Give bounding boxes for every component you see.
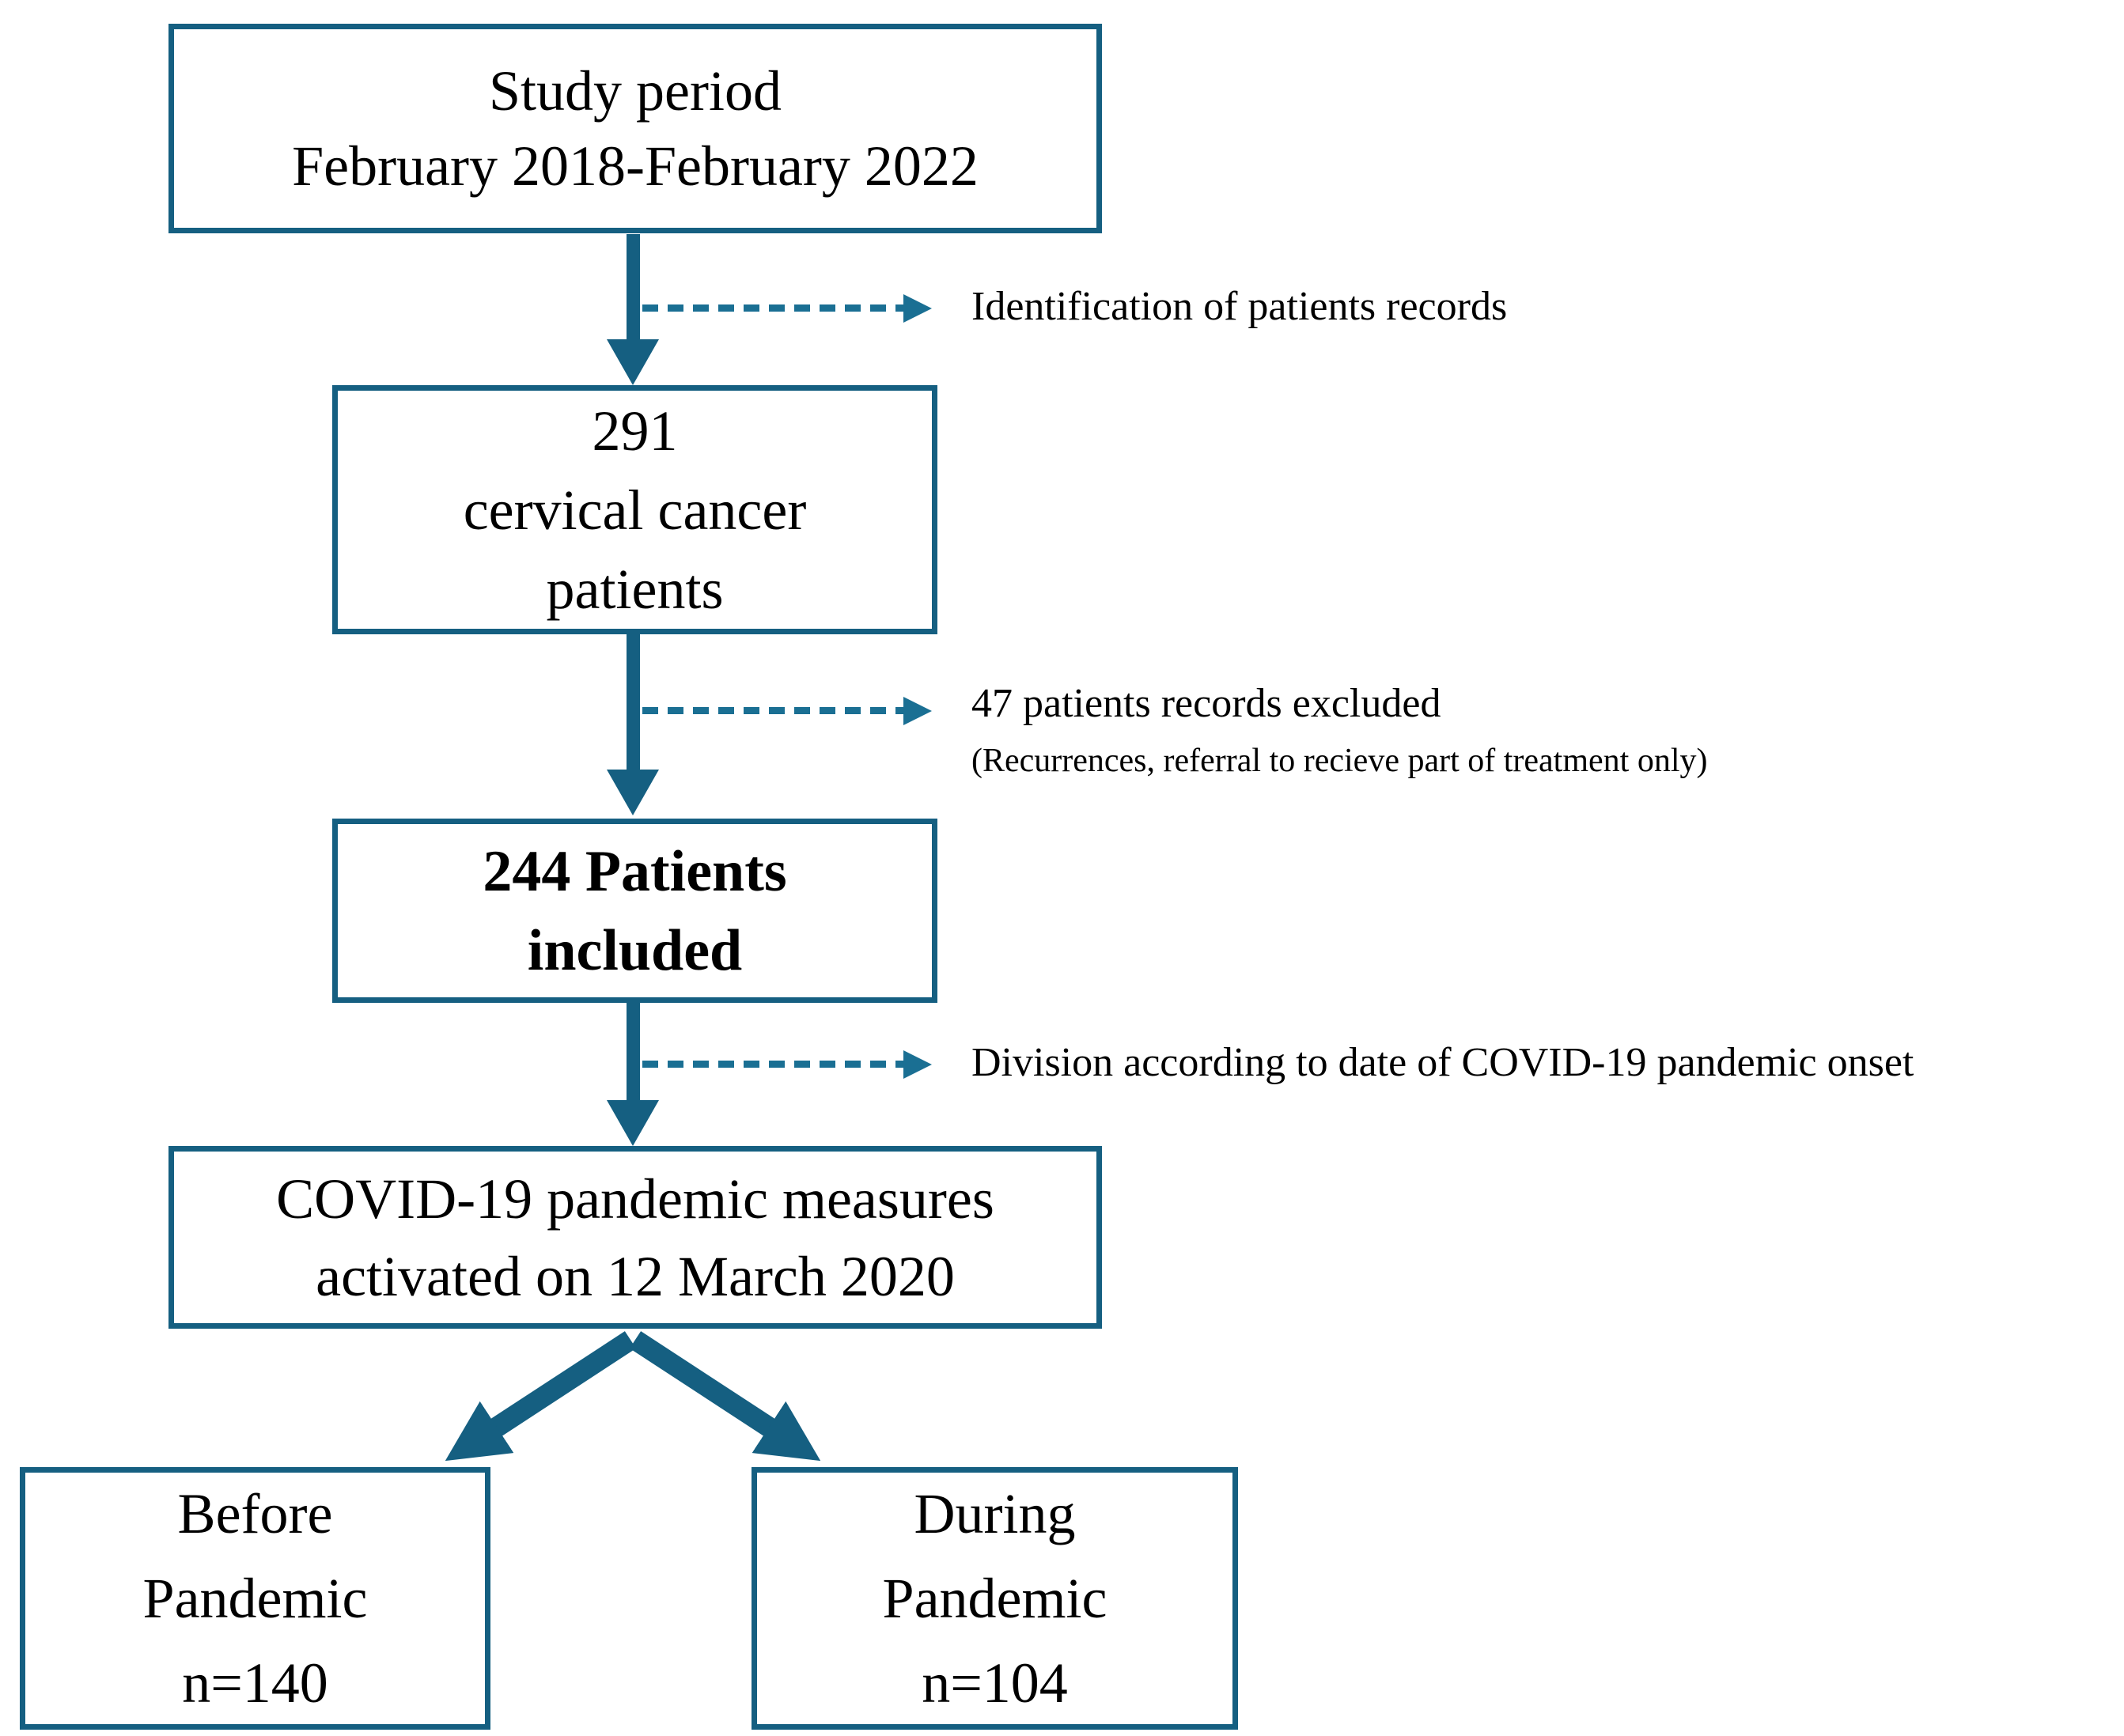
dashed-arrow-icon [642, 1061, 903, 1068]
annotation-identification: Identification of patients records [971, 284, 1508, 329]
node-included-patients: 244 Patients included [332, 819, 937, 1003]
node-identified-patients: 291 cervical cancer patients [332, 385, 937, 634]
node-covid-measures: COVID-19 pandemic measures activated on … [168, 1146, 1102, 1329]
down-arrow-icon [627, 234, 640, 339]
down-arrow-icon [627, 1002, 640, 1100]
down-arrowhead-icon [607, 770, 659, 815]
dashed-arrowhead-icon [903, 697, 932, 725]
down-arrowhead-icon [607, 1100, 659, 1146]
dashed-arrow-icon [642, 707, 903, 714]
node-text: Pandemic [882, 1566, 1107, 1630]
down-arrow-icon [627, 634, 640, 770]
node-text: patients [546, 557, 724, 621]
dashed-arrowhead-icon [903, 1050, 932, 1079]
node-text: Study period [489, 59, 782, 123]
dashed-arrow-icon [642, 304, 903, 312]
node-text: n=104 [922, 1651, 1068, 1715]
annotation-exclusion: 47 patients records excluded [971, 681, 1441, 726]
node-text: cervical cancer [463, 478, 807, 542]
node-text: included [527, 917, 743, 983]
node-text: n=140 [182, 1651, 328, 1715]
annotation-division: Division according to date of COVID-19 p… [971, 1040, 1914, 1085]
node-text: Before [177, 1481, 333, 1545]
node-text: COVID-19 pandemic measures [276, 1167, 994, 1231]
node-text: Pandemic [142, 1566, 368, 1630]
diverging-arrows-icon [445, 1331, 821, 1462]
node-text: During [914, 1481, 1076, 1545]
node-study-period: Study period February 2018-February 2022 [168, 24, 1102, 233]
down-arrowhead-icon [607, 339, 659, 385]
node-text: 291 [592, 399, 678, 463]
node-during-pandemic: During Pandemic n=104 [752, 1467, 1238, 1730]
node-before-pandemic: Before Pandemic n=140 [20, 1467, 490, 1730]
annotation-exclusion-detail: (Recurrences, referral to recieve part o… [971, 743, 1708, 779]
node-text: activated on 12 March 2020 [316, 1244, 955, 1308]
node-text: February 2018-February 2022 [292, 134, 979, 198]
dashed-arrowhead-icon [903, 294, 932, 323]
node-text: 244 Patients [483, 838, 787, 904]
